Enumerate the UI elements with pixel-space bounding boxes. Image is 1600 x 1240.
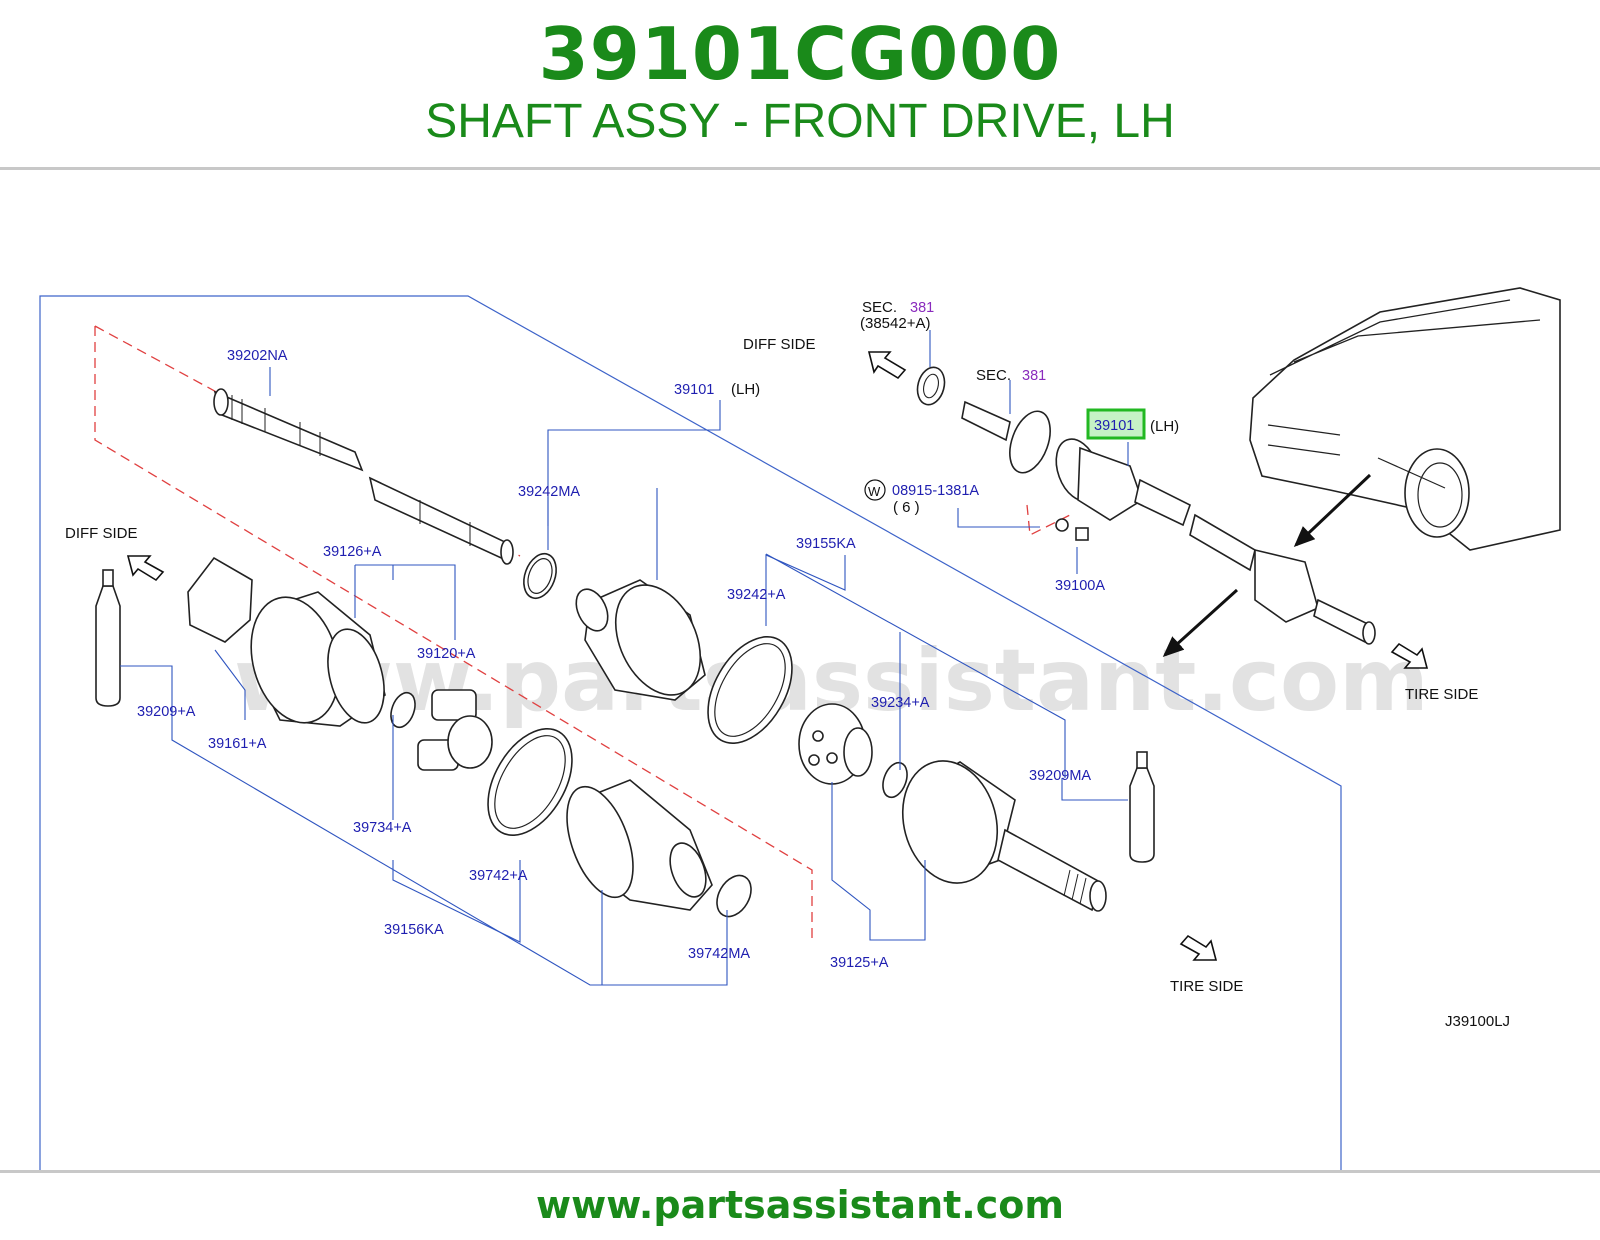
cage-39126A xyxy=(250,591,386,727)
label-tire-side-upper: TIRE SIDE xyxy=(1405,686,1478,703)
label-39734A[interactable]: 39734+A xyxy=(353,820,412,836)
label-sec-mid: SEC. xyxy=(976,367,1011,384)
diff-side-arrow-left xyxy=(126,555,165,582)
label-sec-ref: (38542+A) xyxy=(860,315,930,332)
exploded-diagram: www.partsassistant.com xyxy=(39,287,1561,1170)
bolt-39100A xyxy=(1055,518,1089,541)
label-39126A[interactable]: 39126+A xyxy=(323,544,382,560)
footer-divider xyxy=(0,1170,1600,1173)
label-lh-highlighted: (LH) xyxy=(1150,418,1179,435)
header-divider xyxy=(0,167,1600,170)
snap-ring-39234A xyxy=(882,761,908,799)
label-39742MA[interactable]: 39742MA xyxy=(688,946,750,962)
label-sec-top: SEC. xyxy=(862,299,897,316)
label-39242A[interactable]: 39242+A xyxy=(727,587,786,603)
boot-band-39242MA xyxy=(523,552,557,600)
shaft-39202NA xyxy=(213,388,514,565)
label-39101-exploded[interactable]: 39101 xyxy=(674,382,714,398)
plate-39161A xyxy=(187,556,253,643)
ball-cage-39125A xyxy=(798,703,873,785)
label-39202NA[interactable]: 39202NA xyxy=(227,348,288,364)
label-diff-side-left: DIFF SIDE xyxy=(65,525,138,542)
vehicle-illustration xyxy=(1249,287,1561,551)
band-39742A xyxy=(487,728,573,836)
grease-39209MA xyxy=(1129,751,1155,863)
label-39100A[interactable]: 39100A xyxy=(1055,578,1105,594)
tire-side-arrow-lower xyxy=(1179,934,1218,961)
label-39742A[interactable]: 39742+A xyxy=(469,868,528,884)
washer-symbol: W xyxy=(868,484,881,499)
boot-band-39242A xyxy=(707,636,793,744)
spider-39120A xyxy=(417,689,493,771)
diff-side-arrow-upper xyxy=(867,351,907,380)
boot-inner xyxy=(575,579,706,701)
label-washer-qty: ( 6 ) xyxy=(893,499,920,516)
label-39156KA[interactable]: 39156KA xyxy=(384,922,444,938)
label-diff-side-upper: DIFF SIDE xyxy=(743,336,816,353)
footer-url[interactable]: www.partsassistant.com xyxy=(536,1183,1064,1227)
band-39742MA xyxy=(716,874,752,918)
label-39209MA[interactable]: 39209MA xyxy=(1029,768,1091,784)
boot-outer-39156KA xyxy=(566,779,713,911)
label-39242MA[interactable]: 39242MA xyxy=(518,484,580,500)
part-number-title: 39101CG000 xyxy=(538,12,1062,96)
label-39161A[interactable]: 39161+A xyxy=(208,736,267,752)
part-description: SHAFT ASSY - FRONT DRIVE, LH xyxy=(425,95,1175,148)
label-39101-highlighted[interactable]: 39101 xyxy=(1094,418,1134,434)
label-tire-side-lower: TIRE SIDE xyxy=(1170,978,1243,995)
washer-symbol-circle xyxy=(864,479,886,501)
label-39125A[interactable]: 39125+A xyxy=(830,955,889,971)
outer-joint-39125A xyxy=(901,760,1107,912)
pointer-arrow-upper xyxy=(1293,473,1372,548)
highlight-39101[interactable] xyxy=(1086,408,1146,440)
label-sec-number-mid[interactable]: 381 xyxy=(1022,368,1046,384)
grease-39209A xyxy=(95,569,121,707)
label-39234A[interactable]: 39234+A xyxy=(871,695,930,711)
diagram-code: J39100LJ xyxy=(1445,1013,1510,1030)
tire-side-arrow-upper xyxy=(1390,642,1429,669)
label-39155KA[interactable]: 39155KA xyxy=(796,536,856,552)
label-39209A[interactable]: 39209+A xyxy=(137,704,196,720)
pointer-arrow-lower xyxy=(1162,588,1239,658)
label-08915-1381A[interactable]: 08915-1381A xyxy=(892,483,979,499)
exploded-view-frame xyxy=(39,295,1342,1170)
flange-stub xyxy=(961,400,1051,474)
snap-ring-39734A xyxy=(390,691,416,729)
seal-38542A xyxy=(916,366,946,406)
label-lh-exploded: (LH) xyxy=(731,381,760,398)
drive-shaft-39101 xyxy=(1055,438,1376,645)
label-39120A[interactable]: 39120+A xyxy=(417,646,476,662)
label-sec-number-top[interactable]: 381 xyxy=(910,300,934,316)
